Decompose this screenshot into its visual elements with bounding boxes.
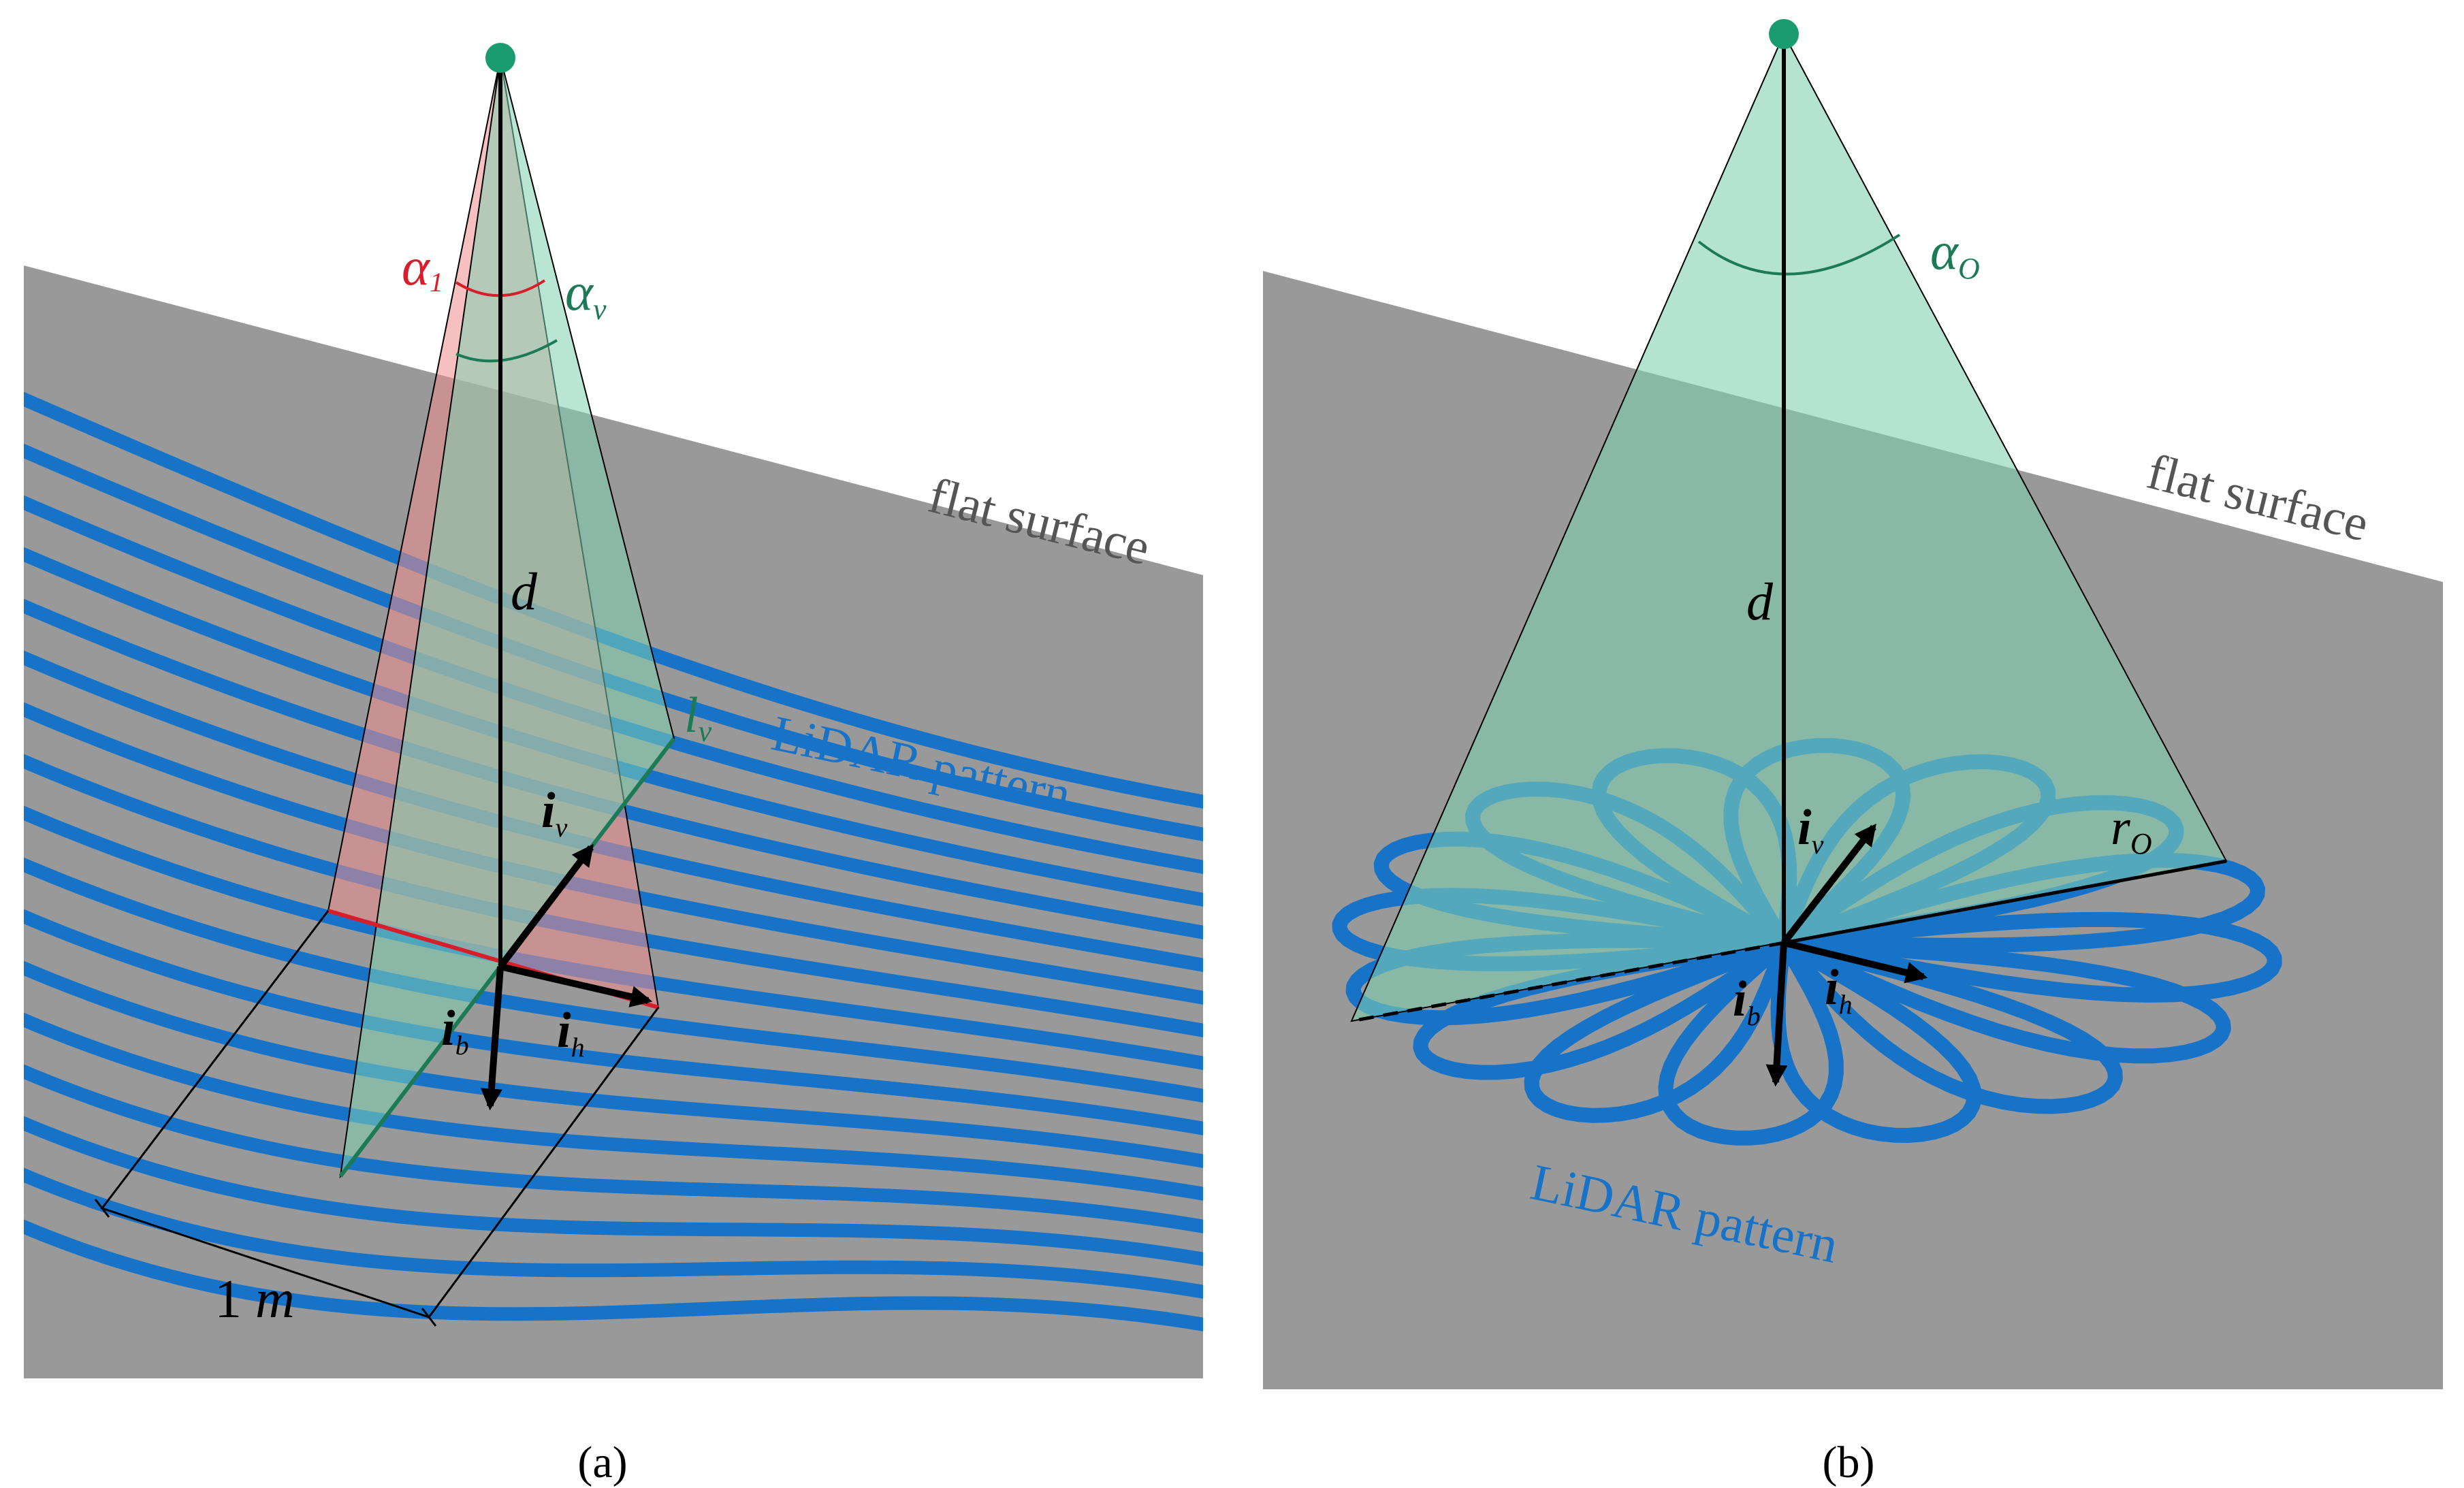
radius-line [1783,859,2227,945]
ib-arrow-a [480,966,504,1111]
lidar-scan-line [24,857,1203,1103]
scale-tick-left [94,1199,110,1218]
caption-a: (a) [577,1438,627,1487]
lidar-scan-line [24,1219,1203,1331]
iv-arrow-b [1781,823,1876,945]
ib-label-a: ib [441,1001,469,1061]
lidar-petal [1778,935,2123,1114]
sensor-dot-icon [1769,19,1799,49]
lidar-petal [1782,911,2282,1003]
lidar-scan-line [24,1167,1203,1299]
lidar-scan-line [24,960,1203,1168]
ih-label-b: ih [1825,960,1853,1020]
scale-box [100,910,660,1319]
ib-arrow-b [1765,942,1788,1087]
scale-tick-right [421,1308,437,1327]
iv-arrow-a [498,843,594,969]
lv-label: lv [684,688,712,748]
sensor-dot-icon [485,43,515,73]
scale-label: 1 m [214,1269,295,1329]
ih-label-a: ih [557,1003,585,1063]
ih-arrow-b [1782,939,1928,984]
alphaO-arc [1697,233,1901,276]
lidar-scan-line [24,1064,1203,1233]
lidar-scan-line [24,909,1203,1135]
distance-label-a: d [511,562,538,621]
rO-label: rO [2111,800,2152,860]
caption-b: (b) [1823,1438,1875,1487]
alphav-arc [455,339,558,363]
lidar-petal [1770,936,1982,1143]
lidar-petal [1780,935,2231,1064]
alphaO-label: αO [1930,221,1980,285]
panel-b: flat surface LiDAR pattern d αO rO iv ih… [1263,19,2443,1487]
distance-label-b: d [1746,572,1774,631]
lidar-scan-line [24,1116,1203,1266]
iv-label-b: iv [1797,800,1824,860]
ih-arrow-a [499,963,653,1007]
panel-a: flat surface LiDAR pattern d α1 αv lv iv… [24,43,1203,1487]
lidar-scan-line [24,1012,1203,1201]
alpha1-label: α1 [402,237,443,297]
alphav-label: αv [565,262,607,326]
ib-label-b: ib [1733,971,1761,1031]
lidar-petal [1524,935,1791,1123]
iv-label-a: iv [541,783,568,843]
lidar-petal [1658,937,1844,1146]
